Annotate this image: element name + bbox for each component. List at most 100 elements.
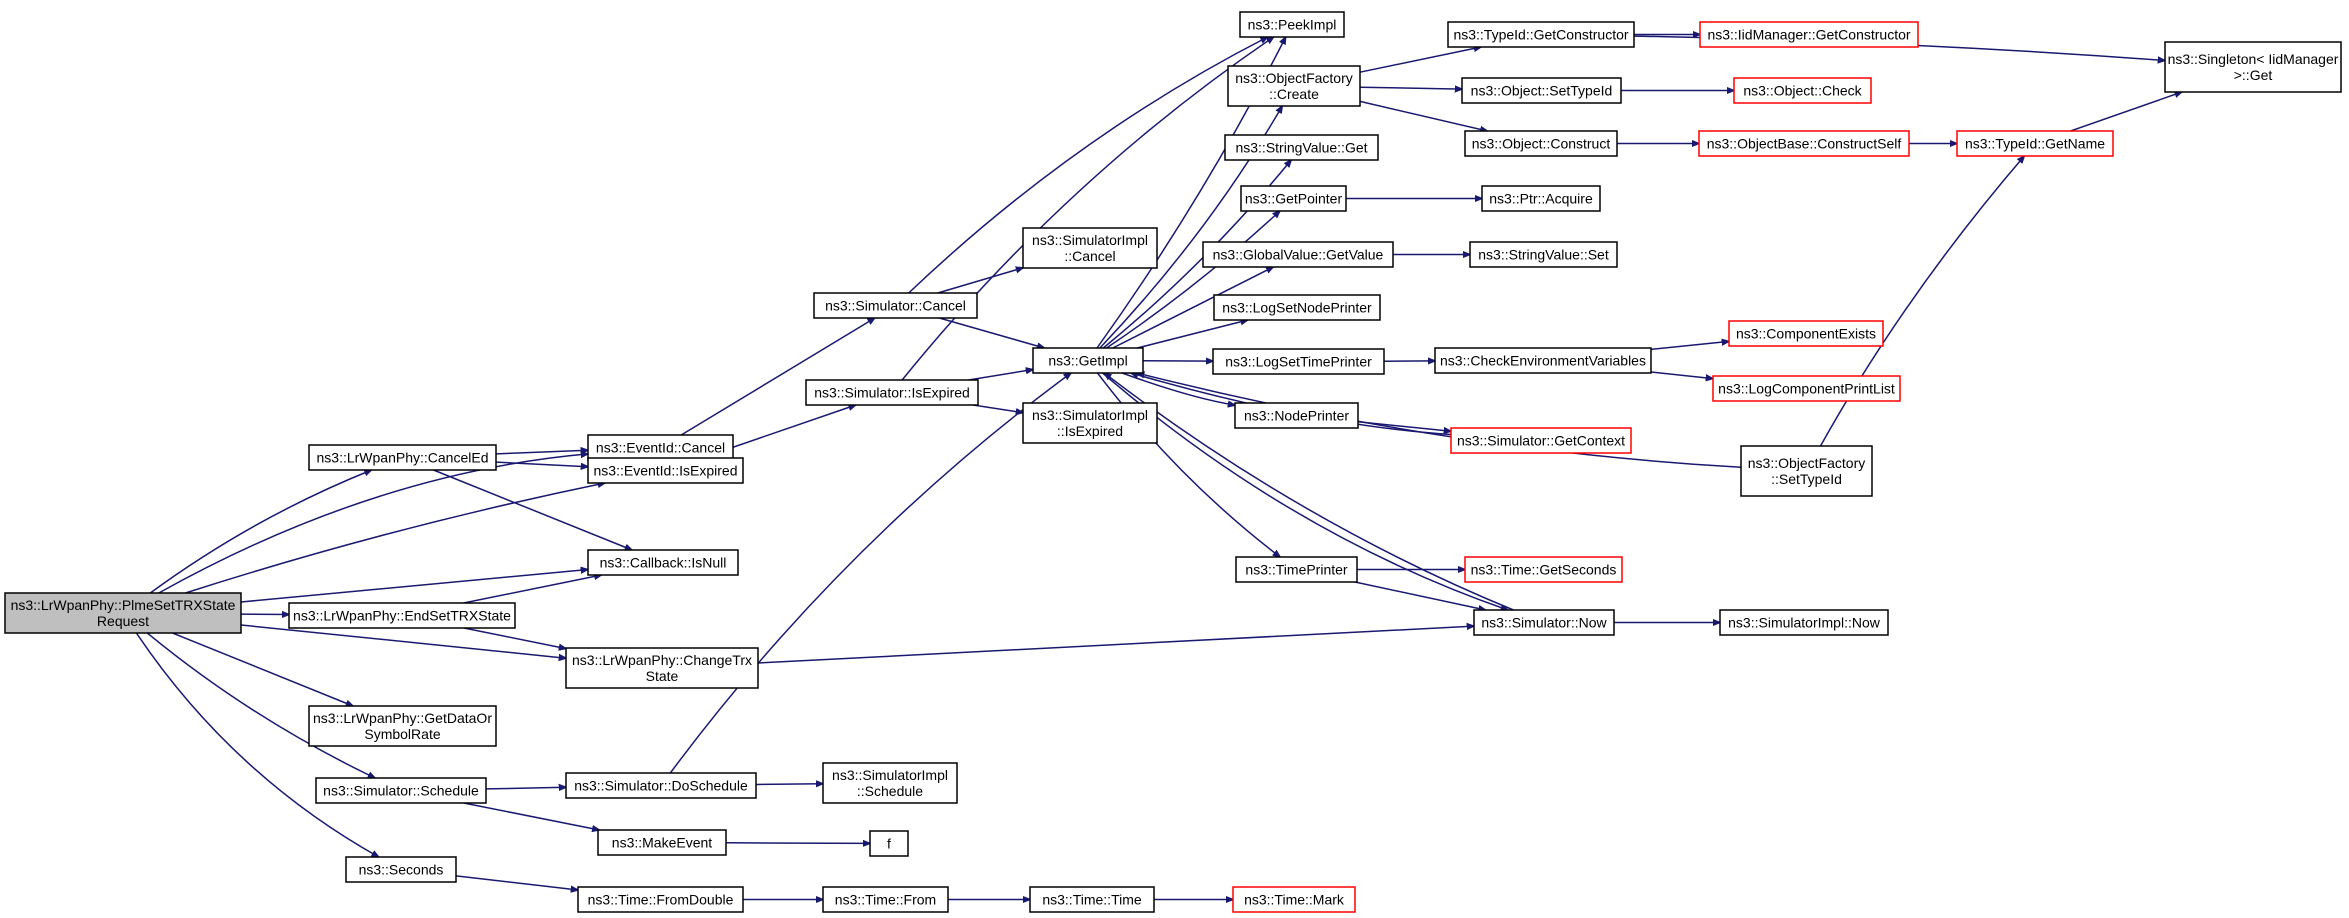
node-label: ns3::TimePrinter [1245, 562, 1348, 578]
node-box [1202, 241, 1394, 268]
node-logcompprint[interactable]: ns3::LogComponentPrintList [1712, 375, 1901, 402]
node-simnow[interactable]: ns3::Simulator::Now [1473, 609, 1615, 636]
node-logsetnode[interactable]: ns3::LogSetNodePrinter [1213, 294, 1381, 321]
node-box [1712, 375, 1901, 402]
edge-line [1359, 47, 1481, 73]
node-label: ::Create [1269, 86, 1319, 102]
node-box [1447, 21, 1635, 48]
node-peekimpl[interactable]: ns3::PeekImpl [1239, 11, 1345, 38]
edge-simcancel-to-peekimpl [908, 37, 1268, 294]
edge-canceled-to-cbisnull [433, 469, 633, 550]
node-logsettime[interactable]: ns3::LogSetTimePrinter [1212, 348, 1385, 375]
node-strvalget[interactable]: ns3::StringValue::Get [1224, 134, 1379, 161]
node-timegetsec[interactable]: ns3::Time::GetSeconds [1464, 556, 1623, 583]
node-label: ns3::Simulator::GetContext [1457, 433, 1625, 449]
node-box [587, 549, 739, 576]
node-label: ns3::LrWpanPhy::ChangeTrx [572, 652, 752, 668]
edge-simisexp-to-getimpl [968, 370, 1033, 381]
node-seconds[interactable]: ns3::Seconds [345, 856, 457, 883]
edge-line [1137, 373, 1742, 469]
node-objbasector[interactable]: ns3::ObjectBase::ConstructSelf [1698, 130, 1910, 157]
node-simimplnow[interactable]: ns3::SimulatorImpl::Now [1719, 609, 1889, 636]
node-timetime[interactable]: ns3::Time::Time [1029, 886, 1155, 913]
node-simimplsched[interactable]: ns3::SimulatorImpl::Schedule [822, 762, 958, 804]
node-simisexp[interactable]: ns3::Simulator::IsExpired [805, 379, 979, 406]
node-box [1227, 65, 1361, 107]
node-box [288, 602, 516, 629]
node-label: ::Schedule [857, 783, 923, 799]
node-evcancel[interactable]: ns3::EventId::Cancel [587, 434, 734, 461]
node-timefrom[interactable]: ns3::Time::From [822, 886, 949, 913]
node-label: f [887, 836, 891, 852]
edge-line [1650, 371, 1713, 379]
node-label: ns3::ObjectFactory [1748, 455, 1866, 471]
node-getpointer[interactable]: ns3::GetPointer [1240, 185, 1347, 212]
node-simgetctx[interactable]: ns3::Simulator::GetContext [1450, 427, 1632, 454]
node-box [2164, 41, 2342, 93]
node-simschedule[interactable]: ns3::Simulator::Schedule [315, 777, 487, 804]
node-label: SymbolRate [364, 726, 440, 742]
node-objfcreate[interactable]: ns3::ObjectFactory::Create [1227, 65, 1361, 107]
node-compexists[interactable]: ns3::ComponentExists [1728, 320, 1884, 347]
edge-simcancel-to-simimplcancel [937, 268, 1023, 294]
node-label: ns3::StringValue::Get [1235, 140, 1367, 156]
node-box [1232, 886, 1356, 913]
node-simcancel[interactable]: ns3::Simulator::Cancel [813, 292, 978, 319]
edge-objfsettypeid-to-getimpl [1137, 373, 1742, 469]
node-evisexp[interactable]: ns3::EventId::IsExpired [587, 457, 744, 484]
node-timeprinter[interactable]: ns3::TimePrinter [1235, 556, 1358, 583]
edge-line [1357, 421, 1451, 432]
edge-simschedule-to-doschedule [485, 787, 566, 789]
node-strvalset[interactable]: ns3::StringValue::Set [1469, 241, 1618, 268]
node-typeidgetctor[interactable]: ns3::TypeId::GetConstructor [1447, 21, 1635, 48]
node-typeidgetname[interactable]: ns3::TypeId::GetName [1956, 130, 2114, 157]
node-label: State [646, 668, 679, 684]
node-box [1022, 402, 1158, 444]
node-canceled[interactable]: ns3::LrWpanPhy::CancelEd [308, 444, 497, 471]
node-checkenv[interactable]: ns3::CheckEnvironmentVariables [1434, 347, 1652, 374]
node-box [587, 434, 734, 461]
edge-line [135, 632, 378, 857]
edge-checkenv-to-compexists [1650, 341, 1729, 351]
node-ptracquire[interactable]: ns3::Ptr::Acquire [1481, 185, 1601, 212]
node-box [822, 886, 949, 913]
node-f[interactable]: f [869, 830, 909, 857]
edge-line [968, 370, 1033, 381]
node-objfsettypeid[interactable]: ns3::ObjectFactory::SetTypeId [1740, 445, 1873, 497]
node-objcheck[interactable]: ns3::Object::Check [1733, 77, 1872, 104]
node-getimpl[interactable]: ns3::GetImpl [1032, 347, 1144, 374]
node-label: ns3::Time::Time [1042, 892, 1142, 908]
edge-line [680, 318, 875, 436]
node-label: ns3::Simulator::Cancel [825, 298, 966, 314]
edge-line [1121, 372, 1235, 405]
edge-line [1359, 87, 1462, 89]
node-box [1733, 77, 1872, 104]
node-timemark[interactable]: ns3::Time::Mark [1232, 886, 1356, 913]
node-label: ns3::Object::Construct [1472, 136, 1611, 152]
node-fromdouble[interactable]: ns3::Time::FromDouble [577, 886, 744, 913]
node-label: ns3::TypeId::GetName [1965, 136, 2105, 152]
node-box [308, 444, 497, 471]
edge-line [158, 454, 588, 594]
node-simimplcancel[interactable]: ns3::SimulatorImpl::Cancel [1022, 227, 1158, 269]
node-endset[interactable]: ns3::LrWpanPhy::EndSetTRXState [288, 602, 516, 629]
node-box [1212, 348, 1385, 375]
node-objsettypeid[interactable]: ns3::Object::SetTypeId [1461, 77, 1622, 104]
node-cbisnull[interactable]: ns3::Callback::IsNull [587, 549, 739, 576]
node-makeevent[interactable]: ns3::MakeEvent [597, 829, 727, 856]
edge-checkenv-to-logcompprint [1650, 371, 1713, 379]
node-box [565, 772, 757, 799]
node-objconstruct[interactable]: ns3::Object::Construct [1464, 130, 1618, 157]
edge-line [757, 626, 1474, 664]
node-singleton[interactable]: ns3::Singleton< IidManager>::Get [2164, 41, 2342, 93]
node-simimplisexp[interactable]: ns3::SimulatorImpl::IsExpired [1022, 402, 1158, 444]
edge-line [755, 784, 823, 785]
node-iidmgrgetctor[interactable]: ns3::IidManager::GetConstructor [1699, 21, 1919, 48]
node-gvgetvalue[interactable]: ns3::GlobalValue::GetValue [1202, 241, 1394, 268]
node-nodeprinter[interactable]: ns3::NodePrinter [1234, 402, 1359, 429]
node-doschedule[interactable]: ns3::Simulator::DoSchedule [565, 772, 757, 799]
node-box [822, 762, 958, 804]
